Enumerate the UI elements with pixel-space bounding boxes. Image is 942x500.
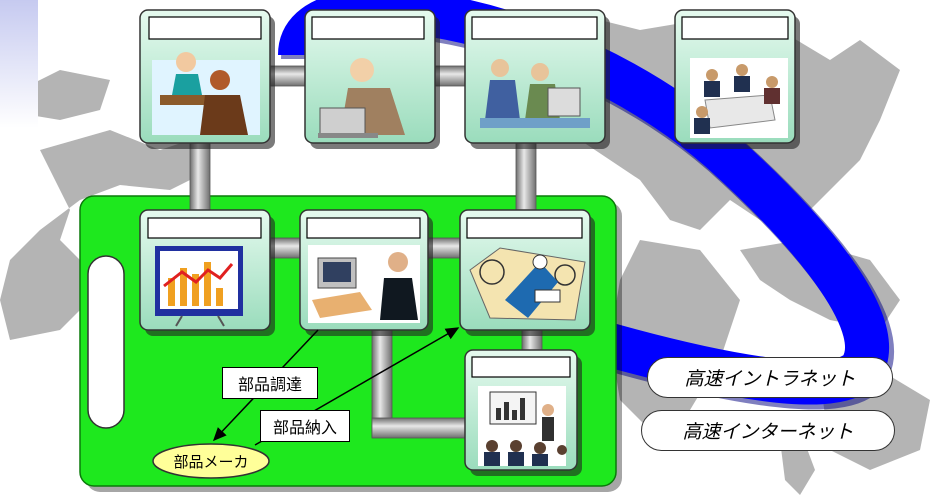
panel-sales[interactable] xyxy=(139,9,275,149)
parts-maker-label: 部品メーカ xyxy=(173,452,249,471)
conference-room-icon xyxy=(690,58,788,138)
panel-design[interactable] xyxy=(459,209,595,336)
intranet-label: 高速イントラネット xyxy=(647,357,893,398)
slide-accent-bar xyxy=(0,0,38,128)
panel-meeting-room[interactable] xyxy=(674,9,800,149)
team-computer-icon xyxy=(480,59,590,128)
panel-title-box xyxy=(147,217,262,239)
parts-maker-ellipse xyxy=(152,443,270,479)
plant-side-slot xyxy=(87,255,125,429)
meeting-scene-icon xyxy=(152,52,260,135)
computer-operator-icon xyxy=(308,245,420,323)
panel-engineering[interactable] xyxy=(464,9,610,149)
parts-procurement-label: 部品調達 xyxy=(222,367,318,399)
panel-title-box xyxy=(306,217,421,239)
panel-title-box xyxy=(311,16,425,40)
panel-title-box xyxy=(681,16,789,40)
panel-planning[interactable] xyxy=(139,209,275,336)
parts-delivery-label: 部品納入 xyxy=(260,410,350,442)
panel-title-box xyxy=(466,217,583,239)
phone-worker-icon xyxy=(318,58,405,138)
panel-title-box xyxy=(471,16,598,40)
presentation-icon xyxy=(478,386,567,466)
panel-title-box xyxy=(148,16,262,40)
design-work-icon xyxy=(469,247,586,321)
panel-title-box xyxy=(471,356,571,378)
panel-presentation[interactable] xyxy=(464,349,582,476)
panel-office[interactable] xyxy=(304,9,440,149)
growth-chart-icon xyxy=(155,246,243,327)
panel-production-control[interactable] xyxy=(299,209,433,336)
internet-label: 高速インターネット xyxy=(641,410,895,451)
